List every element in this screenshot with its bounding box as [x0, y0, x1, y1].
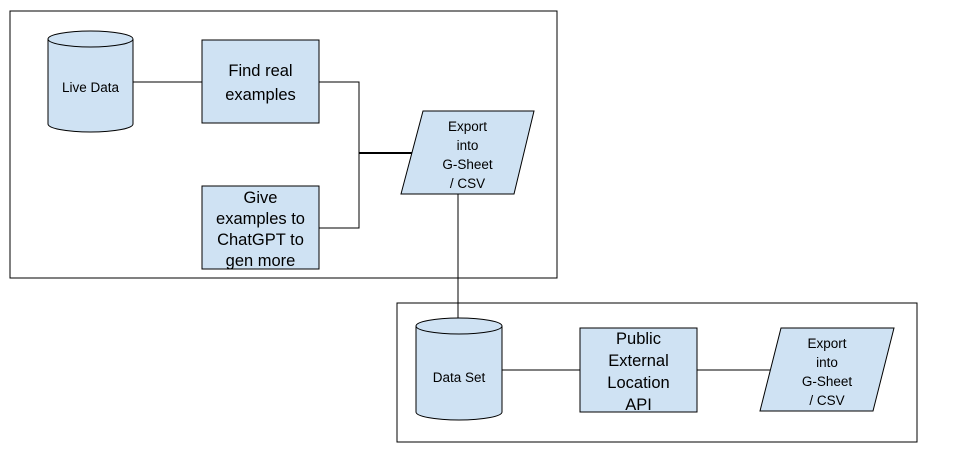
export-top-node: Export into G-Sheet / CSV: [400, 110, 535, 195]
connector-examples-bracket: [319, 81, 360, 229]
find-real-examples-node: Find real examples: [201, 39, 320, 124]
public-api-line-2: External: [608, 352, 669, 370]
find-real-line-2: examples: [225, 86, 296, 104]
data-set-node: Data Set: [415, 317, 503, 421]
public-api-line-3: Location: [607, 374, 669, 392]
export-bottom-node: Export into G-Sheet / CSV: [759, 327, 895, 412]
find-real-line-1: Find real: [228, 62, 292, 80]
live-data-node: Live Data: [47, 30, 134, 133]
data-set-label: Data Set: [433, 370, 486, 385]
public-api-line-4: API: [625, 396, 652, 414]
live-data-label: Live Data: [62, 80, 120, 95]
export-bottom-line-2: into: [816, 355, 838, 370]
public-api-node: Public External Location API: [579, 327, 698, 414]
bottom-group-frame: [396, 302, 918, 443]
give-examples-line-2: examples to: [216, 210, 305, 228]
top-group-frame: [9, 10, 558, 279]
export-top-line-3: G-Sheet: [442, 157, 493, 172]
export-bottom-line-4: / CSV: [809, 393, 844, 408]
export-bottom-line-1: Export: [807, 336, 846, 351]
export-top-line-2: into: [457, 138, 479, 153]
give-examples-line-1: Give: [244, 189, 278, 207]
export-top-line-4: / CSV: [450, 176, 485, 191]
give-examples-line-4: gen more: [226, 252, 296, 270]
public-api-line-1: Public: [616, 330, 661, 348]
export-top-line-1: Export: [448, 119, 487, 134]
export-bottom-line-3: G-Sheet: [802, 374, 853, 389]
give-examples-node: Give examples to ChatGPT to gen more: [201, 185, 320, 270]
give-examples-line-3: ChatGPT to: [217, 231, 304, 249]
